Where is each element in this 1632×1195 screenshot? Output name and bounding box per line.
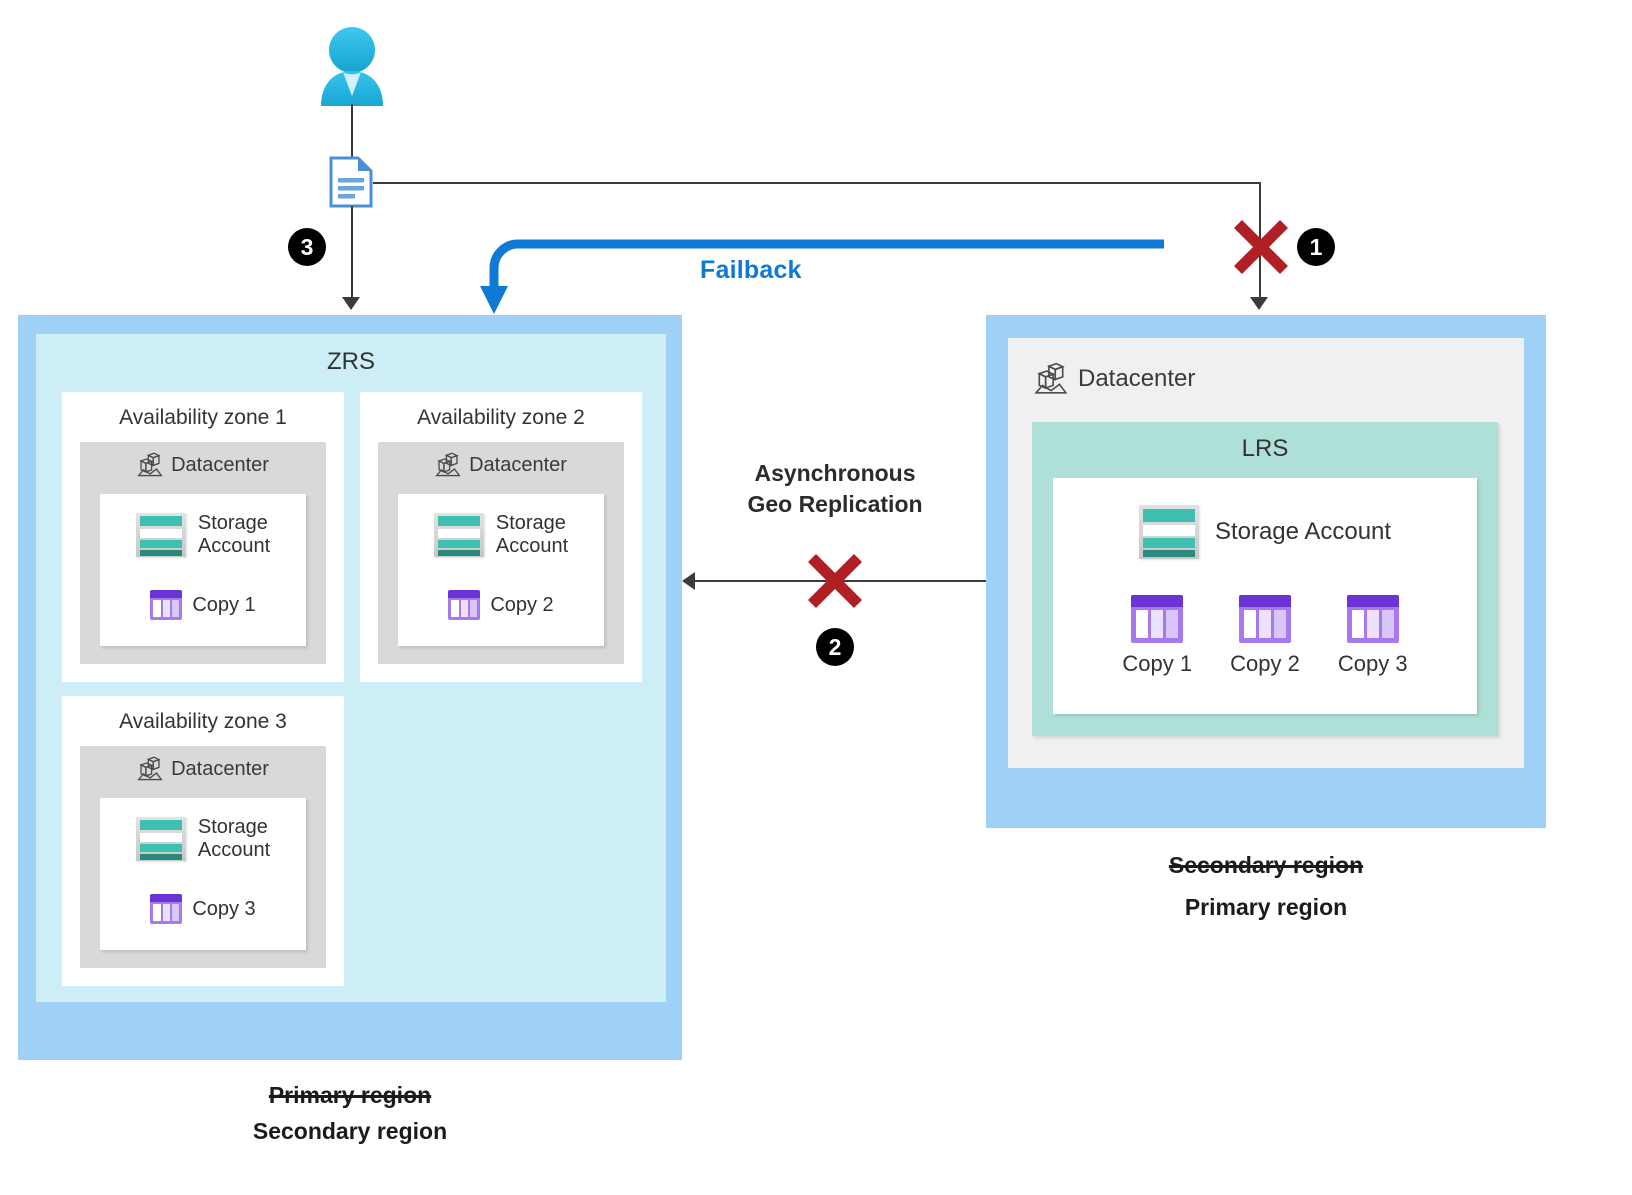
zrs-caption-old: Primary region (268, 1082, 432, 1108)
lrs-title: LRS (1241, 435, 1289, 462)
user-icon (316, 26, 388, 111)
storage-account-icon (135, 817, 186, 861)
storage-account-row: Storage Account (398, 512, 604, 558)
storage-account-icon (433, 513, 484, 557)
async-geo-replication-label: Asynchronous Geo Replication (700, 458, 970, 520)
secondary-arrowhead (1250, 297, 1268, 310)
red-x-icon-2 (806, 552, 864, 615)
datacenter-label: Datacenter (171, 757, 269, 780)
failback-connector (480, 230, 1170, 325)
storage-account-icon (135, 513, 186, 557)
availability-zone-2-storage-box: Storage Account Copy 2 (398, 494, 604, 646)
datacenter-heading: Datacenter (378, 452, 624, 478)
copy-icon (1346, 595, 1399, 643)
storage-account-label: Storage Account (197, 816, 271, 861)
copy-icon (448, 590, 481, 620)
copy-label: Copy 3 (1337, 651, 1408, 676)
step-badge-2: 2 (816, 628, 854, 666)
async-line-1: Asynchronous (754, 460, 916, 486)
copy-icon (150, 894, 183, 924)
zrs-caption-new: Secondary region (252, 1118, 448, 1144)
storage-account-row: Storage Account (100, 512, 306, 558)
copy-row: Copy 3 (100, 894, 306, 924)
copy-cell: Copy 3 (1338, 595, 1408, 677)
lrs-copies-row: Copy 1 Copy 2 Copy 3 (1053, 595, 1477, 677)
document-to-zrs-arrowhead (342, 297, 360, 310)
copy-row: Copy 2 (398, 590, 604, 620)
copy-icon (1131, 595, 1184, 643)
storage-account-icon (1138, 505, 1199, 559)
lrs-storage-account-row: Storage Account (1053, 505, 1477, 559)
copy-label: Copy 1 (1122, 651, 1193, 676)
async-line-2: Geo Replication (747, 491, 923, 518)
user-to-document-line (351, 104, 353, 160)
copy-label: Copy 3 (192, 897, 256, 920)
document-to-secondary-line (373, 182, 1261, 184)
availability-zone-1-card: Availability zone 1 Datacenter (62, 392, 344, 682)
step-badge-1: 1 (1297, 228, 1335, 266)
document-to-zrs-line (351, 206, 353, 300)
availability-zone-2-card: Availability zone 2 Datacenter (360, 392, 642, 682)
storage-account-label: Storage Account (1214, 518, 1392, 546)
datacenter-label: Datacenter (171, 453, 269, 476)
datacenter-label: Datacenter (469, 453, 567, 476)
copy-cell: Copy 2 (1230, 595, 1300, 677)
datacenter-icon (137, 756, 163, 782)
copy-cell: Copy 1 (1122, 595, 1192, 677)
copy-label: Copy 2 (490, 593, 554, 616)
copy-label: Copy 1 (192, 593, 256, 616)
datacenter-icon (435, 452, 461, 478)
availability-zone-3-card: Availability zone 3 Datacenter (62, 696, 344, 986)
datacenter-label: Datacenter (1078, 365, 1196, 392)
availability-zone-1-storage-box: Storage Account Copy 1 (100, 494, 306, 646)
availability-zone-2-datacenter-panel: Datacenter Storage Account (378, 442, 624, 664)
zrs-title: ZRS (327, 348, 375, 375)
failback-label: Failback (700, 256, 802, 284)
geo-replication-arrowhead (682, 572, 695, 590)
document-icon (329, 156, 373, 213)
copy-label: Copy 2 (1230, 651, 1300, 676)
step-badge-3: 3 (288, 228, 326, 266)
copy-icon (1239, 595, 1291, 643)
availability-zone-1-datacenter-panel: Datacenter Storage Account (80, 442, 326, 664)
availability-zone-3-datacenter-panel: Datacenter Storage Account (80, 746, 326, 968)
lrs-datacenter-heading: Datacenter (1034, 362, 1195, 396)
availability-zone-3-title: Availability zone 3 (119, 710, 287, 733)
datacenter-heading: Datacenter (80, 452, 326, 478)
datacenter-heading: Datacenter (80, 756, 326, 782)
copy-icon (150, 590, 183, 620)
storage-account-label: Storage Account (495, 512, 569, 557)
red-x-icon-1 (1232, 218, 1290, 281)
availability-zone-3-storage-box: Storage Account Copy 3 (100, 798, 306, 950)
lrs-caption-new: Primary region (1184, 894, 1348, 920)
availability-zone-2-title: Availability zone 2 (417, 406, 585, 429)
lrs-caption-old: Secondary region (1168, 852, 1364, 878)
datacenter-icon (137, 452, 163, 478)
datacenter-icon (1034, 362, 1068, 396)
storage-account-label: Storage Account (197, 512, 271, 557)
availability-zone-1-title: Availability zone 1 (119, 406, 287, 429)
storage-account-row: Storage Account (100, 816, 306, 862)
copy-row: Copy 1 (100, 590, 306, 620)
